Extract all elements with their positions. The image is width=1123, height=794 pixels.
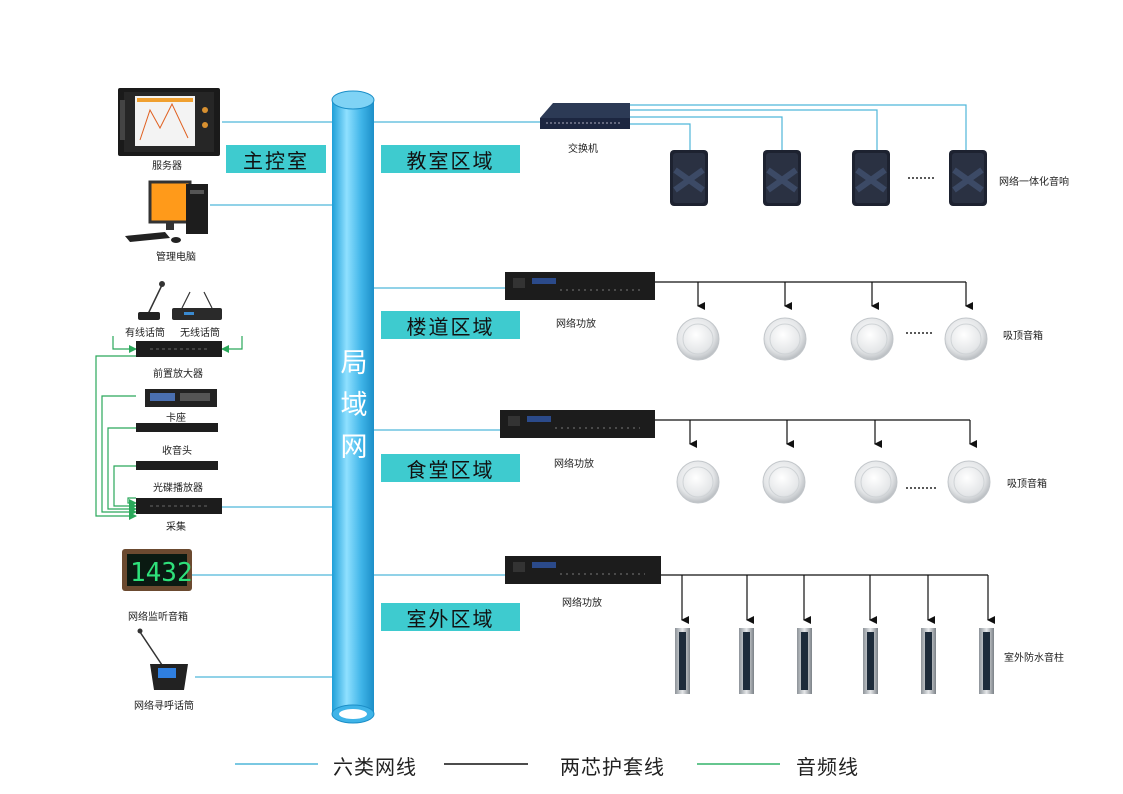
monitor-speaker-icon: 1432 <box>122 549 193 591</box>
amplifier-icon <box>136 341 222 514</box>
wall-speaker-1 <box>670 150 708 206</box>
ceiling-ellipsis <box>906 332 938 489</box>
wall-speaker-2 <box>763 150 801 206</box>
label-tuner: 收音头 <box>162 446 192 457</box>
column-speaker-2 <box>739 628 754 694</box>
zone-canteen: 食堂区域 <box>381 454 520 482</box>
label-server: 服务器 <box>152 161 182 172</box>
wall-speaker-3 <box>852 150 890 206</box>
label-switch: 交换机 <box>568 144 598 155</box>
column-speaker-1 <box>675 628 690 694</box>
zone-classroom: 教室区域 <box>381 145 520 173</box>
column-speaker-5 <box>921 628 936 694</box>
network-amp-icon <box>500 272 661 584</box>
label-cd-player: 光碟播放器 <box>153 483 203 494</box>
lan-label-char-2: 域 <box>340 390 368 421</box>
legend-two-core: 两芯护套线 <box>560 755 665 779</box>
server-rack-icon <box>118 88 220 156</box>
cat6-lines-left <box>192 121 340 678</box>
microphone-icon <box>138 281 222 320</box>
label-wired-mic: 有线话筒 <box>125 328 165 339</box>
two-core-lines <box>655 281 995 624</box>
label-monitor-speaker: 网络监听音箱 <box>128 612 188 623</box>
legend-cat6: 六类网线 <box>333 755 417 779</box>
lan-backbone <box>331 90 375 724</box>
label-classroom-speakers: 网络一体化音响 <box>999 177 1069 188</box>
zone-control-room: 主控室 <box>226 145 326 173</box>
ceiling-speaker-2 <box>763 317 807 361</box>
column-speaker-3 <box>797 628 812 694</box>
ceiling-speaker-5 <box>676 460 720 504</box>
label-wireless-mic: 无线话筒 <box>180 328 220 339</box>
cat6-lines-right <box>372 104 967 576</box>
ceiling-speaker-4 <box>944 317 988 361</box>
column-speaker-icon <box>675 628 994 694</box>
lan-label-char-1: 局 <box>340 348 368 379</box>
ceiling-speaker-6 <box>762 460 806 504</box>
legend-audio: 音频线 <box>796 755 859 779</box>
label-outdoor-speakers: 室外防水音柱 <box>1004 653 1064 664</box>
ceiling-speaker-1 <box>676 317 720 361</box>
label-corridor-speakers: 吸顶音箱 <box>1003 331 1043 342</box>
column-speaker-4 <box>863 628 878 694</box>
label-canteen-speakers: 吸顶音箱 <box>1007 479 1047 490</box>
paging-mic-icon <box>137 628 188 690</box>
ceiling-speaker-7 <box>854 460 898 504</box>
desktop-pc-icon <box>125 180 208 243</box>
label-amp-corridor: 网络功放 <box>556 319 596 330</box>
ceiling-speaker-8 <box>947 460 991 504</box>
label-cassette: 卡座 <box>166 413 186 424</box>
audio-lines <box>95 336 243 520</box>
label-admin-pc: 管理电脑 <box>156 252 196 263</box>
wall-speaker-4 <box>949 150 987 206</box>
zone-corridor: 楼道区域 <box>381 311 520 339</box>
network-switch-icon <box>540 103 630 129</box>
column-speaker-6 <box>979 628 994 694</box>
label-amp-outdoor: 网络功放 <box>562 598 602 609</box>
ceiling-speaker-icon <box>676 317 991 504</box>
label-preamp: 前置放大器 <box>153 369 203 380</box>
lan-label-char-3: 网 <box>340 432 368 463</box>
monitor-display: 1432 <box>130 558 193 588</box>
label-paging-mic: 网络寻呼话筒 <box>134 701 194 712</box>
wall-speaker-icon <box>670 150 987 206</box>
label-capture: 采集 <box>166 522 186 533</box>
label-amp-canteen: 网络功放 <box>554 459 594 470</box>
zone-outdoor: 室外区域 <box>381 603 520 631</box>
ceiling-speaker-3 <box>850 317 894 361</box>
